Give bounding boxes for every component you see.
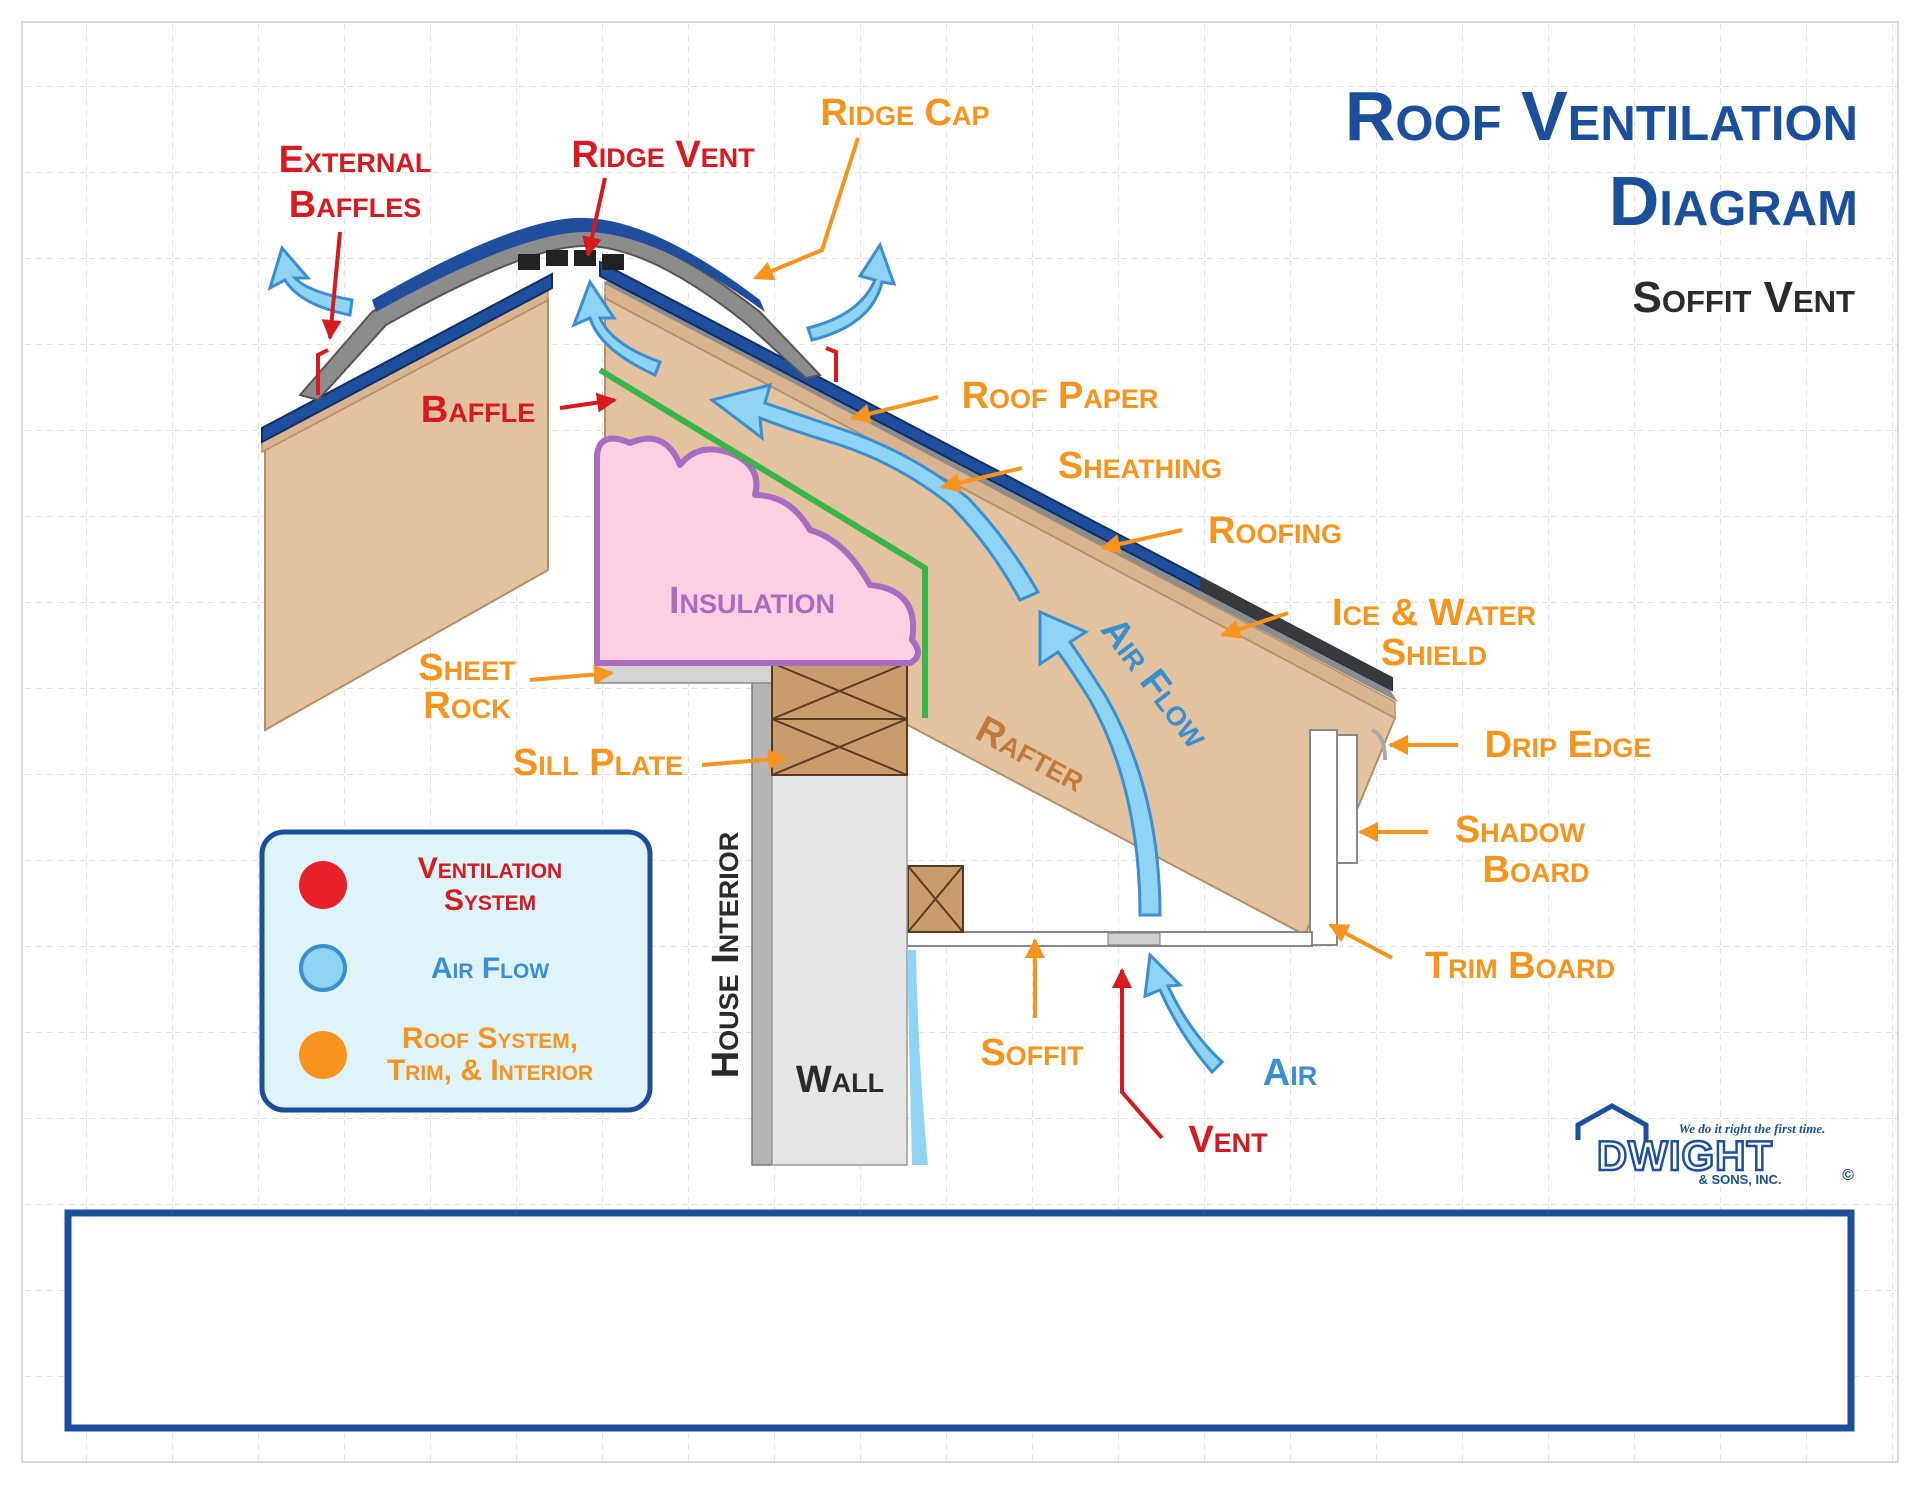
legend-ventilation-line1: Ventilation [418, 852, 562, 885]
label-external-baffles-2: Baffles [289, 184, 421, 226]
air-flow-exit-left [267, 244, 354, 317]
wall [771, 774, 908, 1166]
subtitle: Soffit Vent [1633, 273, 1856, 322]
legend-swatch-roof-system [299, 1031, 347, 1079]
logo-name: DWIGHT [1597, 1132, 1773, 1179]
legend-roof-system-line1: Roof System, [402, 1022, 578, 1055]
wall-assembly [594, 662, 928, 1166]
ice-water-shield-layer [1200, 576, 1392, 690]
label-house-interior: House Interior [705, 832, 747, 1079]
notes-box [64, 1209, 1855, 1432]
legend-air-flow: Air Flow [431, 952, 549, 985]
label-sheet-rock-2: Rock [423, 685, 511, 727]
label-wall: Wall [796, 1059, 884, 1101]
soffit-vent-grille [1107, 932, 1161, 946]
interior-drywall [751, 664, 773, 1166]
label-ice-water-shield-2: Shield [1381, 632, 1487, 674]
sill-plate [771, 662, 908, 776]
label-ice-water-shield-1: Ice & Water [1332, 592, 1536, 634]
logo-copyright: © [1842, 1167, 1854, 1184]
trim-board [1309, 729, 1338, 946]
drip-edge [1371, 728, 1387, 761]
title-line2: Diagram [1609, 162, 1858, 240]
pointer-arrows-orange [529, 137, 1458, 1018]
label-air: Air [1263, 1052, 1317, 1094]
air-flow-arrows [267, 241, 1225, 1075]
title-block: Roof Ventilation Diagram Soffit Vent [1345, 77, 1858, 322]
air-flow-main [708, 382, 1041, 602]
label-roofing: Roofing [1208, 510, 1342, 552]
legend-swatch-ventilation [299, 861, 347, 909]
label-drip-edge: Drip Edge [1485, 724, 1652, 766]
sheet-rock [594, 664, 776, 684]
label-trim-board: Trim Board [1425, 945, 1615, 987]
label-shadow-board-1: Shadow [1455, 809, 1586, 851]
legend: Ventilation System Air Flow Roof System,… [259, 829, 653, 1113]
external-baffle-right [825, 346, 838, 382]
label-ridge-vent: Ridge Vent [571, 134, 755, 176]
title-line1: Roof Ventilation [1345, 77, 1858, 155]
label-sill-plate: Sill Plate [513, 742, 683, 784]
dwight-logo: We do it right the first time. DWIGHT & … [1575, 1103, 1854, 1187]
shadow-board [1336, 734, 1358, 864]
label-shadow-board-2: Board [1483, 849, 1590, 891]
label-sheathing: Sheathing [1058, 445, 1222, 487]
label-external-baffles-1: External [279, 139, 432, 181]
pointer-arrows-red [321, 177, 1164, 1140]
air-flow-soffit-rising [1038, 609, 1162, 917]
blocking [907, 865, 964, 933]
label-vent: Vent [1188, 1119, 1268, 1161]
label-ridge-cap: Ridge Cap [821, 92, 990, 134]
sheathing [604, 280, 1396, 720]
legend-box [259, 829, 653, 1113]
label-baffle: Baffle [421, 389, 535, 431]
roofing-shingles-left [261, 272, 553, 444]
house-wrap [907, 950, 928, 1165]
legend-ventilation-line2: System [444, 884, 536, 917]
label-sheet-rock-1: Sheet [418, 647, 516, 689]
logo-sub: & SONS, INC. [1698, 1172, 1781, 1187]
legend-roof-system-line2: Trim, & Interior [387, 1054, 593, 1087]
air-flow-exit-right [806, 241, 897, 342]
logo-house-icon [1575, 1103, 1649, 1140]
ridge-cap-top [372, 217, 765, 312]
page-border [21, 21, 1899, 1463]
external-baffle-left [316, 348, 329, 395]
logo-tagline: We do it right the first time. [1679, 1121, 1826, 1136]
ridge-vent-openings [518, 250, 624, 270]
label-insulation: Insulation [669, 580, 835, 622]
label-roof-paper: Roof Paper [962, 375, 1159, 417]
insulation [594, 435, 921, 666]
air-flow-ridge-center [571, 278, 662, 378]
label-soffit: Soffit [980, 1032, 1084, 1074]
baffle [598, 367, 928, 718]
legend-swatch-air-flow [299, 944, 347, 992]
air-flow-entering [1143, 951, 1225, 1075]
